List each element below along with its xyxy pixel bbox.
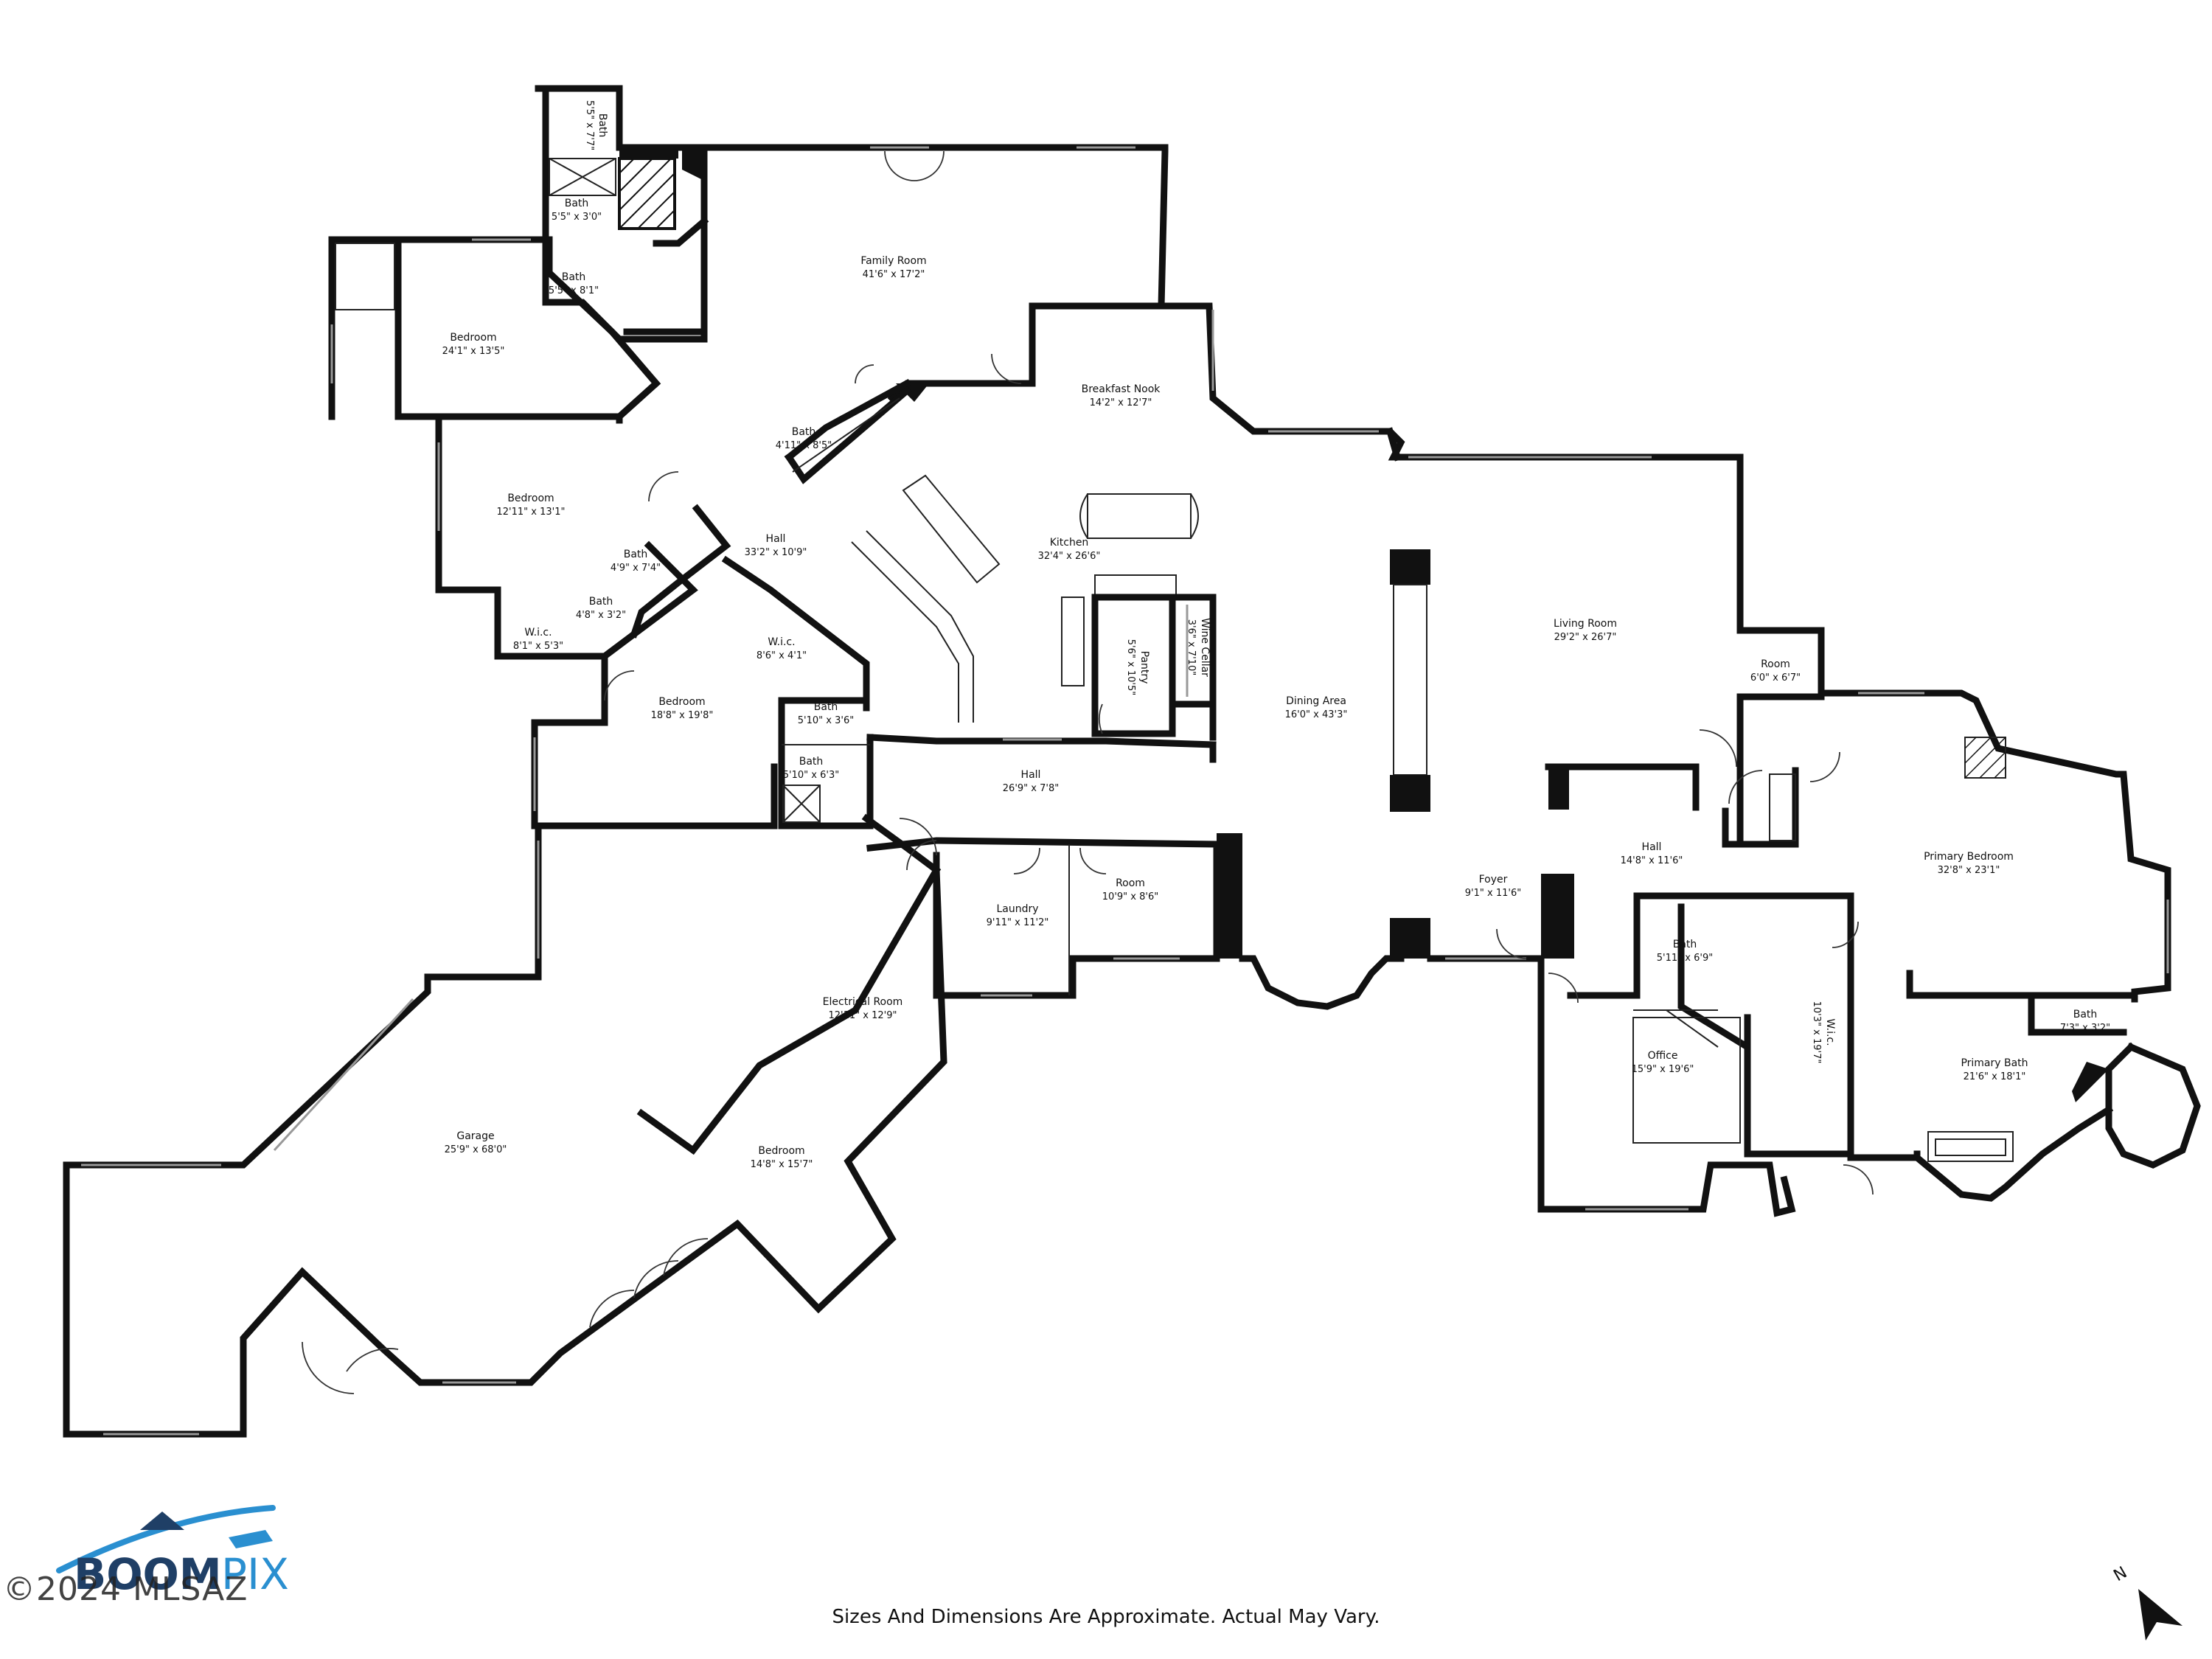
- room-dims: 32'4" x 26'6": [1038, 551, 1101, 562]
- east-wing-walls: [1390, 627, 2171, 1217]
- copyright-watermark: ©2024 MLSAZ: [3, 1571, 248, 1608]
- room-label: Breakfast Nook: [1082, 383, 1161, 395]
- room-dims: 6'0" x 6'7": [1750, 672, 1801, 684]
- room-label: Primary Bath: [1961, 1057, 2028, 1069]
- east-doors[interactable]: [1496, 729, 1874, 1195]
- room-label: Bath: [624, 549, 648, 560]
- room-label: Hall: [1642, 841, 1662, 853]
- room-label: Hall: [1021, 769, 1041, 781]
- room-label: Electrical Room: [823, 996, 903, 1008]
- room-label: Pantry: [1138, 651, 1150, 684]
- room-label: Bedroom: [450, 332, 496, 344]
- room-label: Bath: [589, 596, 613, 608]
- room-dims: 18'8" x 19'8": [651, 710, 714, 721]
- room-label: Office: [1648, 1050, 1678, 1062]
- room-label: Bedroom: [507, 493, 554, 504]
- room-dims: 8'6" x 4'1": [757, 650, 807, 661]
- room-label: Bath: [2073, 1009, 2098, 1020]
- room-dims: 33'2" x 10'9": [745, 547, 807, 558]
- room-label: W.i.c.: [524, 627, 552, 639]
- room-dims: 15'9" x 19'6": [1632, 1064, 1694, 1075]
- room-label: Bath: [565, 198, 589, 209]
- room-dims: 12'11" x 12'9": [829, 1010, 897, 1021]
- room-dims: 3'6" x 7'10": [1186, 619, 1197, 675]
- central-walls: [784, 302, 1825, 812]
- room-label: Primary Bedroom: [1924, 851, 2014, 863]
- room-label: Bath: [799, 756, 824, 768]
- room-label: Bath: [792, 426, 816, 438]
- pantry-door[interactable]: [1099, 703, 1103, 734]
- disclaimer-text: Sizes And Dimensions Are Approximate. Ac…: [832, 1606, 1380, 1628]
- hall-walls: [630, 504, 1405, 1010]
- room-label: Laundry: [996, 903, 1038, 915]
- room-dims: 26'9" x 7'8": [1003, 783, 1059, 794]
- north-label: N: [2111, 1563, 2131, 1585]
- room-label: Bath: [562, 271, 586, 283]
- room-dims: 10'9" x 8'6": [1102, 891, 1158, 902]
- room-dims: 32'8" x 23'1": [1938, 865, 2000, 876]
- logo-text-a: BOOM: [74, 1549, 222, 1596]
- office-walls: [1632, 1017, 1741, 1144]
- room-label: Wine Cellar: [1199, 618, 1211, 677]
- room-dims: 12'11" x 13'1": [497, 507, 566, 518]
- room-label: Living Room: [1554, 618, 1617, 630]
- garage-doors[interactable]: [302, 1238, 709, 1394]
- room-dims: 25'9" x 68'0": [445, 1144, 507, 1155]
- room-label: W.i.c.: [768, 636, 795, 648]
- room-dims: 5'5" x 3'0": [552, 212, 602, 223]
- room-label: Foyer: [1479, 874, 1508, 886]
- room-dims: 41'6" x 17'2": [863, 269, 925, 280]
- west-wing-walls: [328, 236, 778, 830]
- room-dims: 14'8" x 15'7": [751, 1159, 813, 1170]
- hall-doors[interactable]: [604, 471, 1107, 874]
- room-label: Bedroom: [758, 1145, 804, 1157]
- room-dims: 14'8" x 11'6": [1621, 855, 1683, 866]
- room-dims: 24'1" x 13'5": [442, 346, 505, 357]
- room-dims: 5'10" x 6'3": [783, 770, 839, 781]
- room-dims: 21'6" x 18'1": [1964, 1071, 2026, 1082]
- room-dims: 14'2" x 12'7": [1090, 397, 1152, 408]
- room-label: Hall: [766, 533, 786, 545]
- room-dims: 5'6" x 10'5": [1125, 639, 1136, 695]
- room-dims: 16'0" x 43'3": [1285, 709, 1348, 720]
- room-dims: 29'2" x 26'7": [1554, 632, 1617, 643]
- room-dims: 9'1" x 11'6": [1465, 888, 1521, 899]
- family-room-doors[interactable]: [855, 150, 1022, 384]
- boompix-logo: BOOM PIX: [56, 1505, 289, 1596]
- room-dims: 10'3" x 19'7": [1811, 1001, 1822, 1064]
- room-dims: 5'5" x 7'7": [584, 100, 595, 150]
- room-dims: 5'11" x 6'9": [1657, 953, 1713, 964]
- room-label: Room: [1761, 658, 1790, 670]
- room-dims: 5'10" x 3'6": [798, 715, 854, 726]
- room-label: Garage: [456, 1130, 494, 1142]
- pantry-wine: [1091, 594, 1217, 741]
- room-dims: 5'5" x 8'1": [549, 285, 599, 296]
- room-label: Family Room: [860, 255, 926, 267]
- room-dims: 4'8" x 3'2": [576, 610, 626, 621]
- room-label: Bath: [1673, 939, 1697, 950]
- room-label: W.i.c.: [1824, 1018, 1836, 1046]
- garage-walls: [63, 822, 947, 1438]
- room-dims: 4'9" x 7'4": [611, 563, 661, 574]
- north-arrow-icon: N: [2111, 1563, 2183, 1641]
- room-dims: 7'3" x 3'2": [2060, 1023, 2110, 1034]
- room-dims: 9'11" x 11'2": [987, 917, 1049, 928]
- room-label: Room: [1116, 877, 1145, 889]
- top-baths: [535, 85, 708, 343]
- room-label: Bath: [597, 114, 608, 138]
- room-label: Kitchen: [1050, 537, 1089, 549]
- room-dims: 4'11" x 8'5": [776, 440, 832, 451]
- logo-text-b: PIX: [221, 1549, 289, 1596]
- room-label: Bedroom: [658, 696, 705, 708]
- room-labels: Bath 5'5" x 7'7" Bath 5'5" x 3'0" Bath 5…: [442, 100, 2110, 1170]
- room-dims: 8'1" x 5'3": [513, 641, 563, 652]
- room-label: Dining Area: [1286, 695, 1346, 707]
- room-label: Bath: [814, 701, 838, 713]
- primary-suite-walls: [1847, 737, 2201, 1202]
